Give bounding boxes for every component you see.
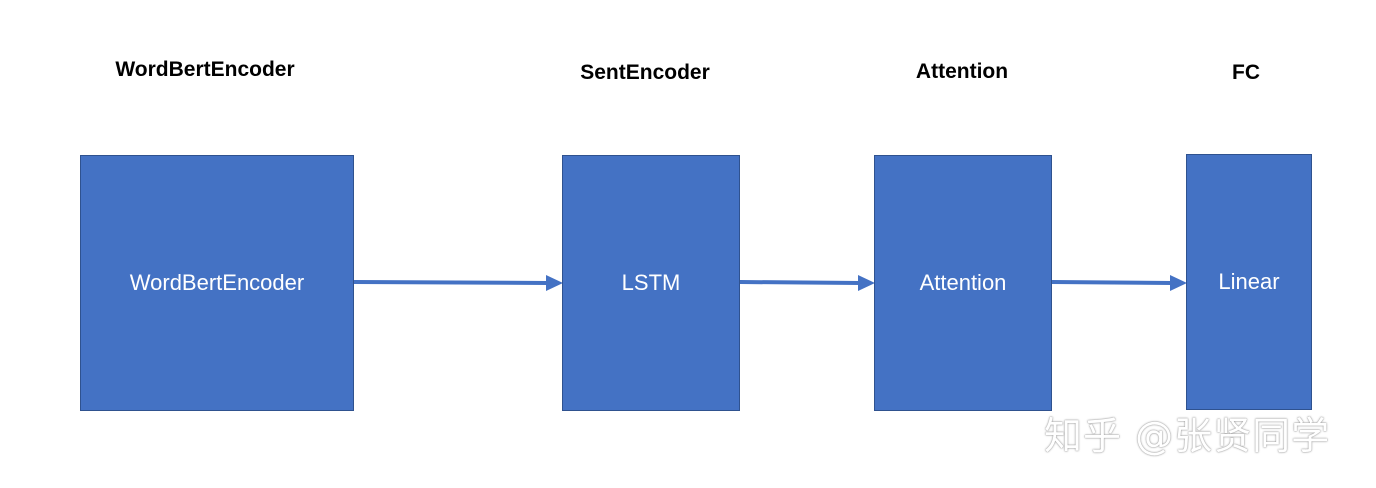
block-lstm: LSTM xyxy=(562,155,740,411)
stage-title-attention: Attention xyxy=(915,60,1009,83)
arrow-lstm-to-attention xyxy=(739,275,875,291)
block-wordbertencoder: WordBertEncoder xyxy=(80,155,354,411)
stage-title-wordbertencoder: WordBertEncoder xyxy=(115,58,295,81)
block-label-wordbertencoder: WordBertEncoder xyxy=(129,270,305,295)
watermark: 知乎 @张贤同学 xyxy=(1044,414,1331,458)
block-label-attention: Attention xyxy=(919,270,1007,295)
arrow-wordbert-to-lstm xyxy=(353,275,563,291)
block-label-linear: Linear xyxy=(1218,269,1280,294)
block-label-lstm: LSTM xyxy=(621,270,681,295)
block-attention: Attention xyxy=(874,155,1052,411)
arrow-attention-to-linear xyxy=(1051,275,1187,291)
stage-title-sentencoder: SentEncoder xyxy=(580,61,710,84)
stage-title-fc: FC xyxy=(1232,61,1260,84)
block-linear: Linear xyxy=(1186,154,1312,410)
